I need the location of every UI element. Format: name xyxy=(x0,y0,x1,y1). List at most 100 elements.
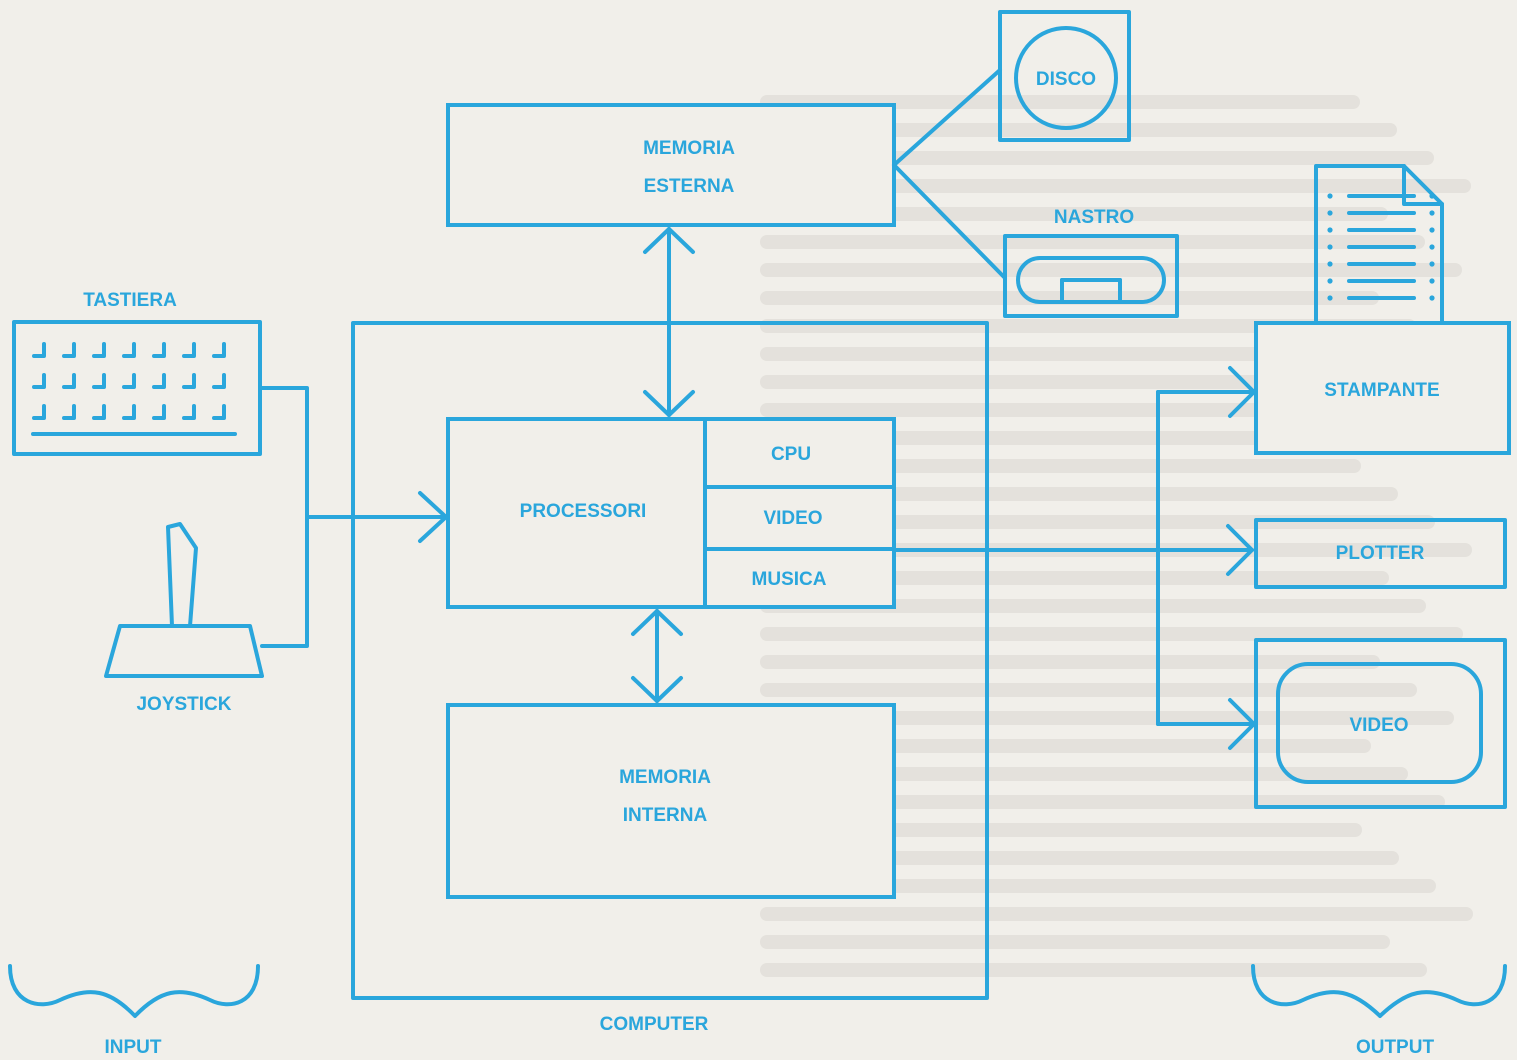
disco-label: DISCO xyxy=(1035,69,1097,91)
paper-feed-hole xyxy=(1429,278,1435,284)
paper-feed-hole xyxy=(1429,295,1435,301)
background-text-line xyxy=(760,123,1397,137)
background-text-line xyxy=(760,179,1471,193)
background-text-line xyxy=(760,151,1434,165)
processori-box xyxy=(446,417,896,609)
keyboard-icon xyxy=(12,320,262,456)
background-text-line xyxy=(760,683,1417,697)
memoria-esterna-label-2: ESTERNA xyxy=(643,176,735,198)
stampante-label: STAMPANTE xyxy=(1324,380,1440,402)
keyboard-key xyxy=(32,404,46,420)
background-text-line xyxy=(760,739,1371,753)
video-output-box xyxy=(1254,638,1507,809)
output-label: OUTPUT xyxy=(1355,1037,1435,1059)
cpu-label: CPU xyxy=(770,444,812,466)
keyboard-key xyxy=(122,404,136,420)
paper-feed-hole xyxy=(1327,278,1333,284)
keyboard-key xyxy=(182,342,196,358)
plotter-box xyxy=(1254,518,1507,589)
nastro-label: NASTRO xyxy=(1053,207,1135,229)
keyboard-key xyxy=(152,404,166,420)
background-text-line xyxy=(760,879,1436,893)
video-output-label: VIDEO xyxy=(1349,715,1409,737)
background-text-line xyxy=(760,235,1425,249)
background-text-line xyxy=(760,291,1379,305)
keyboard-key xyxy=(182,373,196,389)
arrow-esterna-processori xyxy=(643,227,695,417)
keyboard-key xyxy=(92,342,106,358)
background-text-line xyxy=(760,767,1408,781)
disco-box xyxy=(998,10,1131,142)
arrow-processori-interna xyxy=(631,609,683,703)
paper-feed-hole xyxy=(1327,261,1333,267)
tape-icon xyxy=(1016,256,1166,304)
keyboard-key xyxy=(92,373,106,389)
background-text-line xyxy=(760,627,1463,641)
keyboard-key xyxy=(212,404,226,420)
background-text-line xyxy=(760,95,1360,109)
background-text-line xyxy=(760,907,1473,921)
keyboard-key xyxy=(62,342,76,358)
keyboard-key xyxy=(212,342,226,358)
memoria-interna-label-1: MEMORIA xyxy=(619,767,711,789)
input-connector xyxy=(258,386,448,648)
disk-icon xyxy=(1014,26,1118,130)
background-text-line xyxy=(760,487,1398,501)
keyboard-key xyxy=(152,373,166,389)
background-text-line xyxy=(760,655,1380,669)
paper-feed-hole xyxy=(1327,227,1333,233)
computer-label: COMPUTER xyxy=(599,1014,709,1036)
joystick-label: JOYSTICK xyxy=(136,694,232,716)
background-text-line xyxy=(760,571,1389,585)
paper-feed-hole xyxy=(1429,210,1435,216)
paper-feed-hole xyxy=(1429,261,1435,267)
memoria-interna-box xyxy=(446,703,896,899)
paper-feed-hole xyxy=(1429,227,1435,233)
memoria-esterna-box xyxy=(446,103,896,227)
background-text-line xyxy=(760,823,1362,837)
background-text-line xyxy=(760,963,1427,977)
monitor-screen xyxy=(1276,662,1483,784)
memoria-interna-label-2: INTERNA xyxy=(622,805,708,827)
input-label: INPUT xyxy=(104,1037,162,1059)
musica-label: MUSICA xyxy=(751,569,827,591)
keyboard-key xyxy=(152,342,166,358)
keyboard-key xyxy=(122,373,136,389)
background-text-line xyxy=(760,403,1407,417)
output-connector xyxy=(892,366,1256,750)
video-unit-label: VIDEO xyxy=(763,508,823,530)
keyboard-key xyxy=(32,342,46,358)
keyboard-key xyxy=(92,404,106,420)
background-text-line xyxy=(760,711,1454,725)
input-brace-icon xyxy=(8,964,260,1018)
keyboard-key xyxy=(62,404,76,420)
paper-feed-hole xyxy=(1429,193,1435,199)
keyboard-key xyxy=(122,342,136,358)
keyboard-key xyxy=(62,373,76,389)
processori-label: PROCESSORI xyxy=(519,501,647,523)
plotter-label: PLOTTER xyxy=(1335,543,1425,565)
keyboard-key xyxy=(212,373,226,389)
background-text-line xyxy=(760,935,1390,949)
background-text-line xyxy=(760,851,1399,865)
output-brace-icon xyxy=(1251,964,1507,1018)
background-text-line xyxy=(760,263,1462,277)
memoria-esterna-label-1: MEMORIA xyxy=(643,138,735,160)
line-esterna-nastro xyxy=(892,163,1007,280)
paper-sheet-icon xyxy=(1314,164,1444,324)
joystick-icon xyxy=(104,522,264,678)
paper-feed-hole xyxy=(1327,193,1333,199)
paper-feed-hole xyxy=(1327,244,1333,250)
background-text-line xyxy=(760,599,1426,613)
stampante-box xyxy=(1254,321,1511,455)
background-text-line xyxy=(760,459,1361,473)
paper-feed-hole xyxy=(1327,210,1333,216)
paper-feed-hole xyxy=(1327,295,1333,301)
keyboard-key xyxy=(182,404,196,420)
line-esterna-disco xyxy=(892,68,1002,167)
background-text-line xyxy=(760,207,1388,221)
background-text-line xyxy=(760,375,1370,389)
keyboard-key xyxy=(32,373,46,389)
